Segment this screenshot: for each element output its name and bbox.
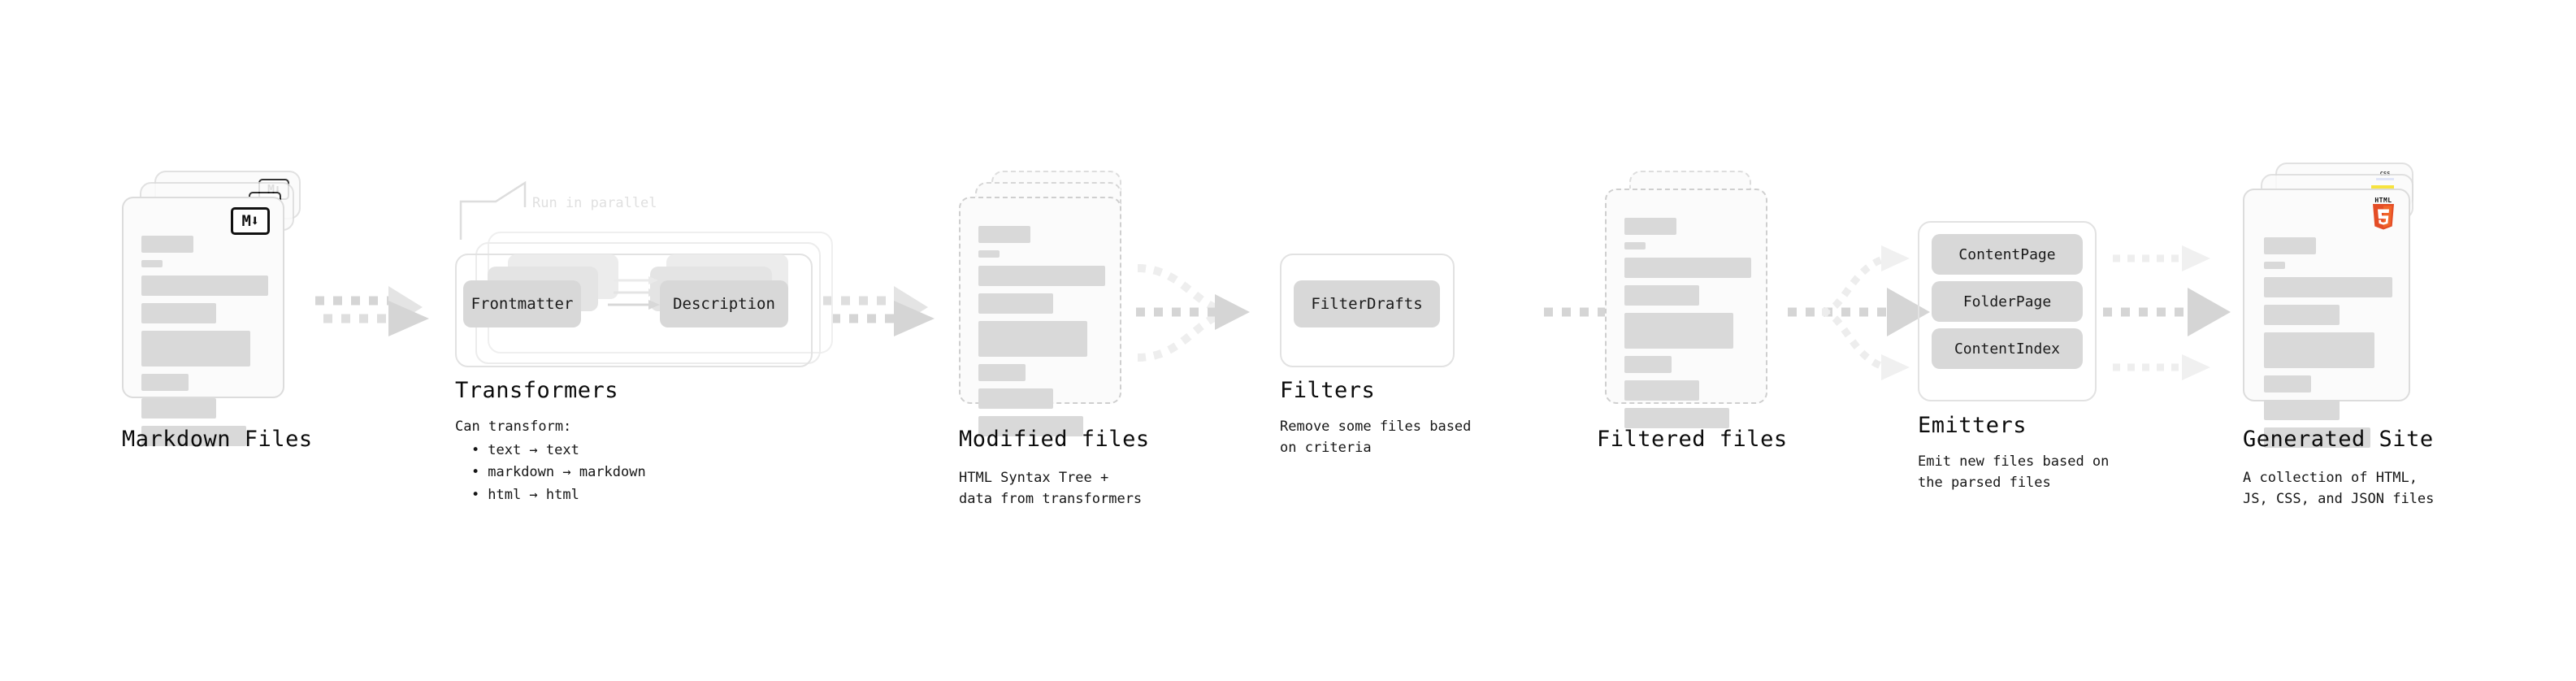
filters-group-box [1280,254,1455,367]
connector-filtered-to-emitters [1788,245,1930,380]
stage-subtitle-modified-files: HTML Syntax Tree + data from transformer… [959,470,1143,508]
stage-title-markdown-files: Markdown Files [122,427,313,452]
stage-title-emitters: Emitters [1918,413,2027,438]
stage-modified-files [959,171,1146,436]
stage-generated-site: CSS HTML [2243,163,2438,448]
stage-subtitle-emitters: Emit new files based on the parsed files [1918,453,2110,492]
stage-title-generated-site: Generated Site [2243,427,2434,452]
emitters-chip-contentpage[interactable]: ContentPage [1932,234,2083,275]
markdown-file-card-front: M⬇ [122,197,284,446]
transformer-chip-description[interactable]: Description [660,280,788,327]
file-content-placeholder [978,226,1105,444]
markdown-icon: M⬇ [231,207,270,235]
stage-title-filters: Filters [1280,378,1376,403]
connector-transformers-to-modified [823,286,935,336]
file-content-placeholder [2264,237,2392,455]
stage-title-transformers: Transformers [455,378,619,403]
connector-emitters-to-site [2103,245,2231,380]
emitters-group-box [1918,221,2097,401]
stage-subtitle-generated-site: A collection of HTML, JS, CSS, and JSON … [2243,470,2435,508]
run-in-parallel-label: Run in parallel [532,195,657,211]
stage-title-filtered-files: Filtered files [1597,427,1788,452]
modified-file-card-front [959,197,1121,436]
html5-icon-label: HTML [2374,197,2392,204]
file-content-placeholder [141,236,268,453]
html5-icon: HTML [2370,197,2397,235]
stage-title-modified-files: Modified files [959,427,1150,452]
file-content-placeholder [1624,218,1751,436]
emitters-chip-folderpage[interactable]: FolderPage [1932,281,2083,322]
stage-markdown-files: M⬇ M⬇ M⬇ [122,171,309,446]
transformers-bullets: Can transform: text → text markdown → ma… [455,416,646,506]
transformers-bullet-item: text → text [471,440,646,462]
transformers-bullets-lead: Can transform: [455,419,572,435]
transformer-chip-frontmatter[interactable]: Frontmatter [463,280,581,327]
transformers-bullet-item: html → html [471,484,646,506]
emitters-chip-contentindex[interactable]: ContentIndex [1932,328,2083,369]
stage-subtitle-filters: Remove some files based on criteria [1280,419,1472,457]
connector-md-to-transformers [315,286,429,336]
transformer-group-front [455,254,813,367]
stage-filtered-files [1597,171,1784,428]
filters-chip-filterdrafts[interactable]: FilterDrafts [1294,280,1440,327]
transformers-bullet-item: markdown → markdown [471,462,645,484]
generated-file-card-html: HTML [2243,189,2410,448]
filtered-file-card-front [1605,189,1767,428]
html5-shield-icon [2373,204,2394,230]
connector-modified-to-filters [1136,264,1250,362]
